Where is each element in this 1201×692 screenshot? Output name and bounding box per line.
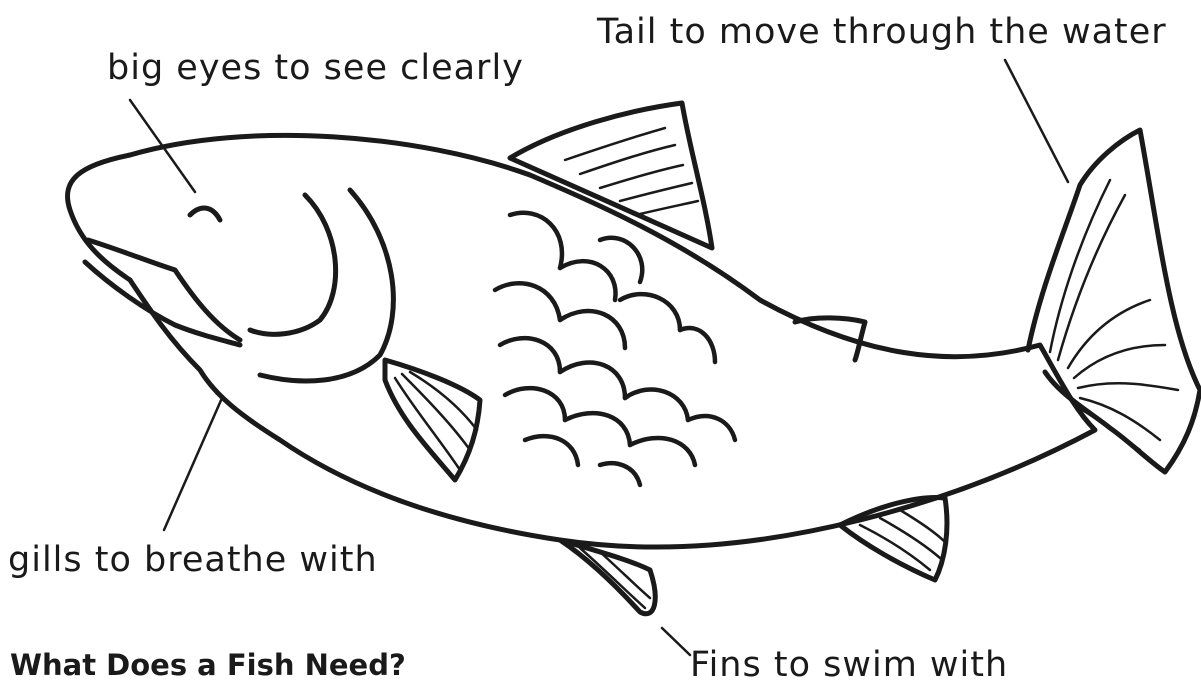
eyes-pointer-line <box>130 100 195 192</box>
eye-mark <box>190 208 220 220</box>
tail-fin <box>1028 130 1200 472</box>
scales <box>495 213 735 485</box>
fins-label: Fins to swim with <box>690 645 1008 685</box>
lower-jaw <box>85 262 240 345</box>
fins-pointer-line <box>662 628 690 655</box>
gills-pointer-line <box>164 398 222 530</box>
tail-pointer-line <box>1005 60 1068 182</box>
eyes-label: big eyes to see clearly <box>107 48 524 88</box>
pectoral-fin <box>385 360 480 480</box>
gills-label: gills to breathe with <box>8 540 378 580</box>
tail-label: Tail to move through the water <box>597 12 1167 52</box>
dorsal-fin <box>510 103 712 248</box>
worksheet-title: What Does a Fish Need? <box>10 648 406 682</box>
gill-curve-inner <box>250 195 336 334</box>
gill-curve-outer <box>260 190 393 381</box>
